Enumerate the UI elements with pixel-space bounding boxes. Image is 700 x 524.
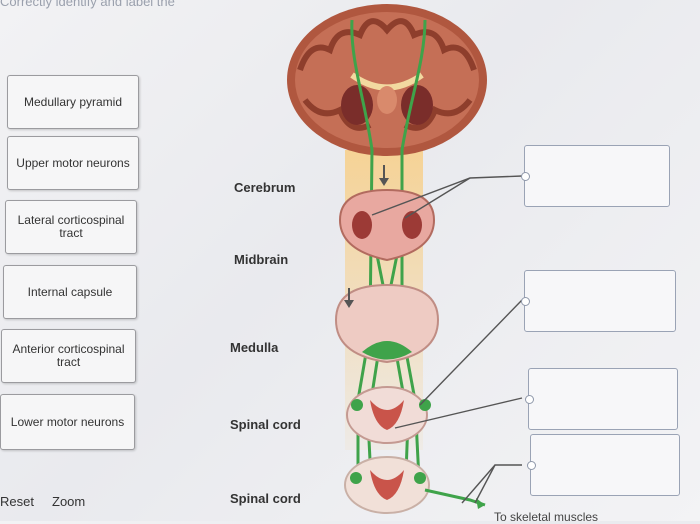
instructions-text: Correctly identify and label the <box>0 0 175 9</box>
connector-dot <box>521 172 530 181</box>
label-option-lower-motor-neurons[interactable]: Lower motor neurons <box>0 394 135 450</box>
medulla-section <box>334 283 440 364</box>
label-option-text: Anterior corticospinal tract <box>12 342 125 369</box>
region-label-midbrain: Midbrain <box>234 252 289 267</box>
region-label-spinal-cord-upper: Spinal cord <box>230 417 301 432</box>
to-skeletal-muscles-label: To skeletal muscles <box>494 510 599 524</box>
cerebrum-section <box>287 4 487 156</box>
connector-dot <box>521 297 530 306</box>
label-option-lateral-corticospinal-tract[interactable]: Lateral corticospinal tract <box>5 200 137 254</box>
zoom-button[interactable]: Zoom <box>52 494 86 509</box>
label-option-text: Medullary pyramid <box>23 94 123 109</box>
connector-dot <box>525 395 534 404</box>
label-option-text: Lateral corticospinal tract <box>17 213 125 240</box>
region-label-cerebrum: Cerebrum <box>234 180 296 195</box>
region-label-medulla: Medulla <box>230 340 279 355</box>
spinal-cord-upper-section <box>346 386 431 444</box>
connector-dot <box>527 461 536 470</box>
midbrain-section <box>338 188 436 262</box>
leader-lines <box>371 175 523 504</box>
drop-target-4[interactable] <box>527 434 680 496</box>
label-option-text: Internal capsule <box>27 284 113 299</box>
drop-target-3[interactable] <box>525 368 678 430</box>
spinal-cord-lower-section <box>344 456 486 514</box>
label-option-upper-motor-neurons[interactable]: Upper motor neurons <box>7 136 139 190</box>
drop-target-2[interactable] <box>521 270 676 332</box>
label-option-internal-capsule[interactable]: Internal capsule <box>3 265 137 319</box>
label-option-anterior-corticospinal-tract[interactable]: Anterior corticospinal tract <box>1 329 136 383</box>
label-option-medullary-pyramid[interactable]: Medullary pyramid <box>7 75 139 129</box>
region-label-spinal-cord-lower: Spinal cord <box>230 491 301 506</box>
label-option-text: Upper motor neurons <box>16 155 130 170</box>
label-option-text: Lower motor neurons <box>10 414 125 429</box>
reset-button[interactable]: Reset <box>0 494 34 509</box>
drop-target-1[interactable] <box>521 145 670 207</box>
